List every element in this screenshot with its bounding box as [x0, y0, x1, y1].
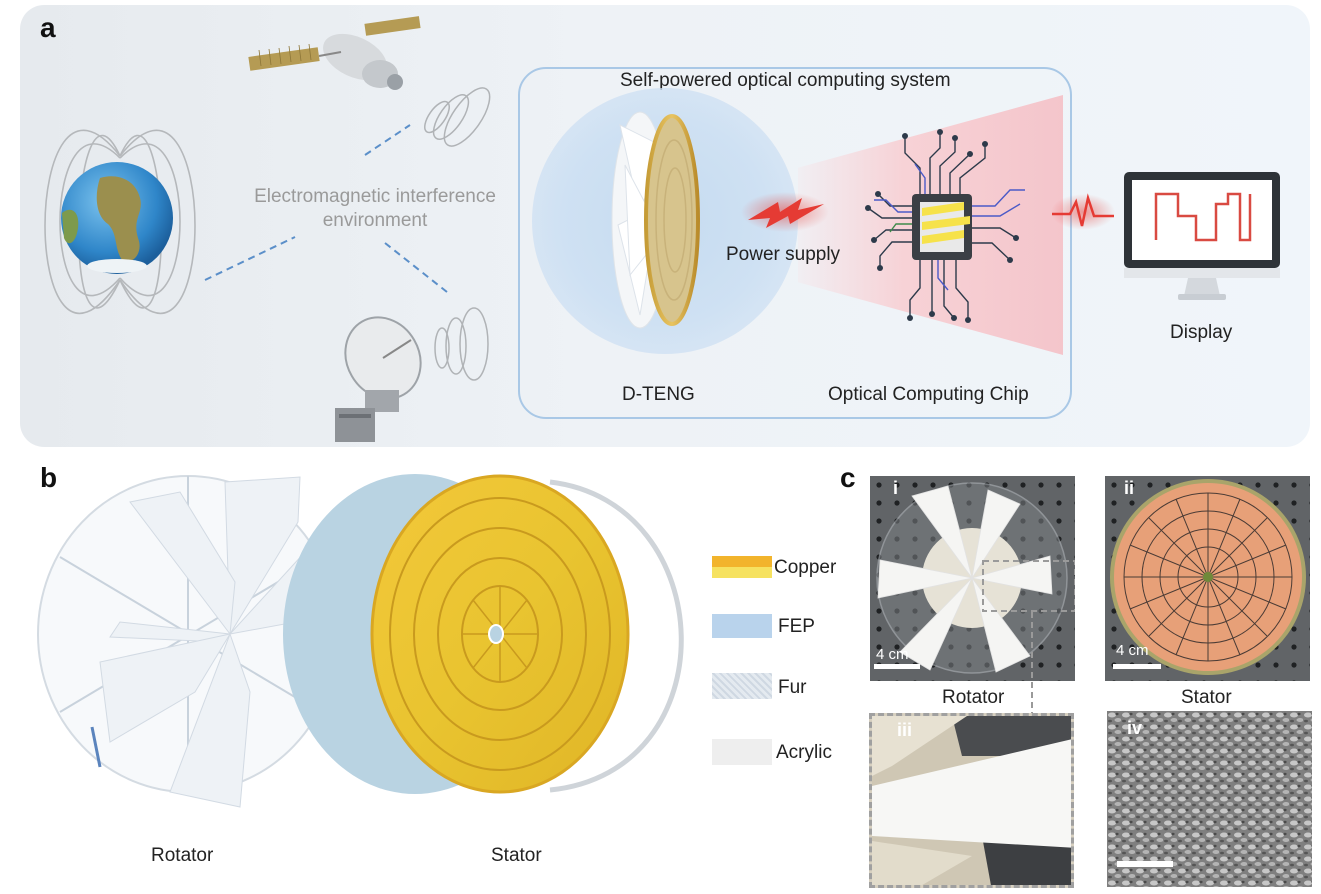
- dteng-exploded-view: [37, 474, 684, 808]
- photo-sem: [1107, 711, 1312, 887]
- legend-swatch-fur: [712, 673, 772, 699]
- panel-b-letter: b: [40, 462, 58, 493]
- rotator-photo-label: Rotator: [942, 687, 1005, 708]
- photo-fur-closeup: [869, 713, 1074, 888]
- rotator-photo-art: [870, 476, 1075, 681]
- stator-label: Stator: [491, 845, 542, 866]
- satellite-icon: [248, 16, 421, 90]
- dteng-device: [611, 111, 700, 329]
- label-ii: ii: [1124, 478, 1135, 498]
- zoom-connector: [1031, 612, 1033, 714]
- legend-label-acrylic: Acrylic: [776, 742, 832, 763]
- display-monitor-icon: [1124, 172, 1280, 300]
- satellite-dish-icon: [335, 316, 422, 442]
- legend-swatch-fep: [712, 614, 772, 638]
- stator-photo-label: Stator: [1181, 687, 1232, 708]
- signal-pulse-icon: [1051, 193, 1115, 230]
- chip-label: Optical Computing Chip: [828, 384, 1029, 405]
- em-wave-icon: [434, 307, 489, 381]
- legend-swatch-acrylic: [712, 739, 772, 765]
- emi-label-line2: environment: [322, 210, 428, 231]
- legend-label-fep: FEP: [778, 616, 815, 637]
- system-title: Self-powered optical computing system: [620, 70, 951, 91]
- rotator-label: Rotator: [151, 845, 214, 866]
- sem-texture-art: [1107, 711, 1312, 887]
- emi-label-line1: Electromagnetic interference: [254, 186, 496, 207]
- earth-magnetic-field: [44, 129, 196, 314]
- panel-c-letter: c: [840, 462, 856, 493]
- photo-rotator: [870, 476, 1075, 681]
- optical-chip: [865, 129, 1025, 323]
- interference-lines: [204, 124, 448, 293]
- legend: Copper FEP Fur Acrylic: [712, 553, 852, 773]
- power-flash-icon: [741, 192, 829, 232]
- label-iv: iv: [1127, 718, 1143, 738]
- photo-stator: [1105, 476, 1310, 681]
- legend-swatch-copper: [712, 556, 772, 578]
- stator-photo-art: [1105, 476, 1310, 681]
- legend-label-copper: Copper: [774, 557, 837, 578]
- system-box: [518, 67, 1072, 419]
- emi-label: Electromagnetic interference environment: [240, 185, 510, 233]
- fur-closeup-art: [872, 716, 1071, 885]
- scale-bar-i: 4 cm: [876, 646, 909, 663]
- scale-bar-ii: 4 cm: [1116, 642, 1149, 659]
- legend-label-fur: Fur: [778, 677, 807, 698]
- panel-a-letter: a: [40, 12, 56, 43]
- label-iii: iii: [897, 720, 913, 740]
- em-wave-icon: [424, 87, 491, 147]
- power-supply-label: Power supply: [726, 244, 841, 265]
- display-label: Display: [1170, 322, 1233, 343]
- dteng-label: D-TENG: [622, 384, 695, 405]
- label-i: i: [893, 478, 899, 498]
